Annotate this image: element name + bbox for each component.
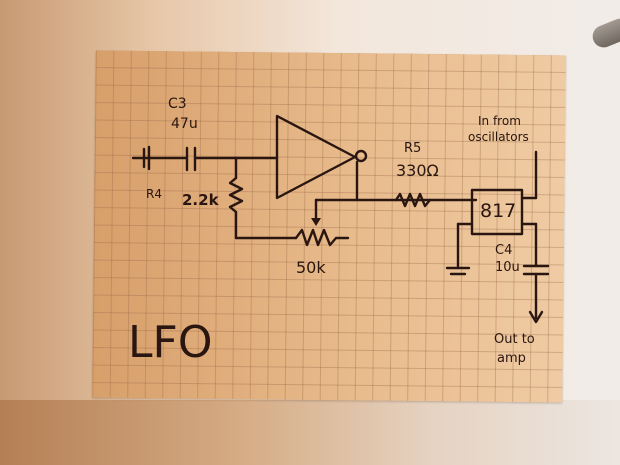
table-surface xyxy=(0,400,620,465)
r4-ref: R4 xyxy=(146,187,162,201)
c4-value: 10u xyxy=(495,260,520,275)
c3-ref: C3 xyxy=(168,96,187,112)
left-terminal-symbol xyxy=(131,145,152,171)
opto-label: 817 xyxy=(480,200,516,222)
c4-ref: C4 xyxy=(495,243,512,258)
capacitor-c4 xyxy=(522,264,550,324)
opamp-symbol xyxy=(275,114,368,202)
c3-value: 47u xyxy=(171,116,198,132)
schematic-title: LFO xyxy=(128,317,212,368)
output-label-line1: Out to xyxy=(494,332,535,347)
input-label-line2: oscillators xyxy=(468,130,529,144)
capacitor-c3 xyxy=(148,146,279,172)
potentiometer-50k xyxy=(294,198,478,247)
r5-value: 330Ω xyxy=(396,161,439,180)
output-label-line2: amp xyxy=(497,351,526,366)
resistor-r5 xyxy=(394,192,432,208)
input-label-line1: In from xyxy=(478,114,521,128)
r4-value: 2.2k xyxy=(182,191,220,209)
resistor-r4 xyxy=(228,156,298,240)
optocoupler-817 xyxy=(445,150,538,276)
pot-value: 50k xyxy=(296,258,326,277)
r5-ref: R5 xyxy=(404,141,421,156)
